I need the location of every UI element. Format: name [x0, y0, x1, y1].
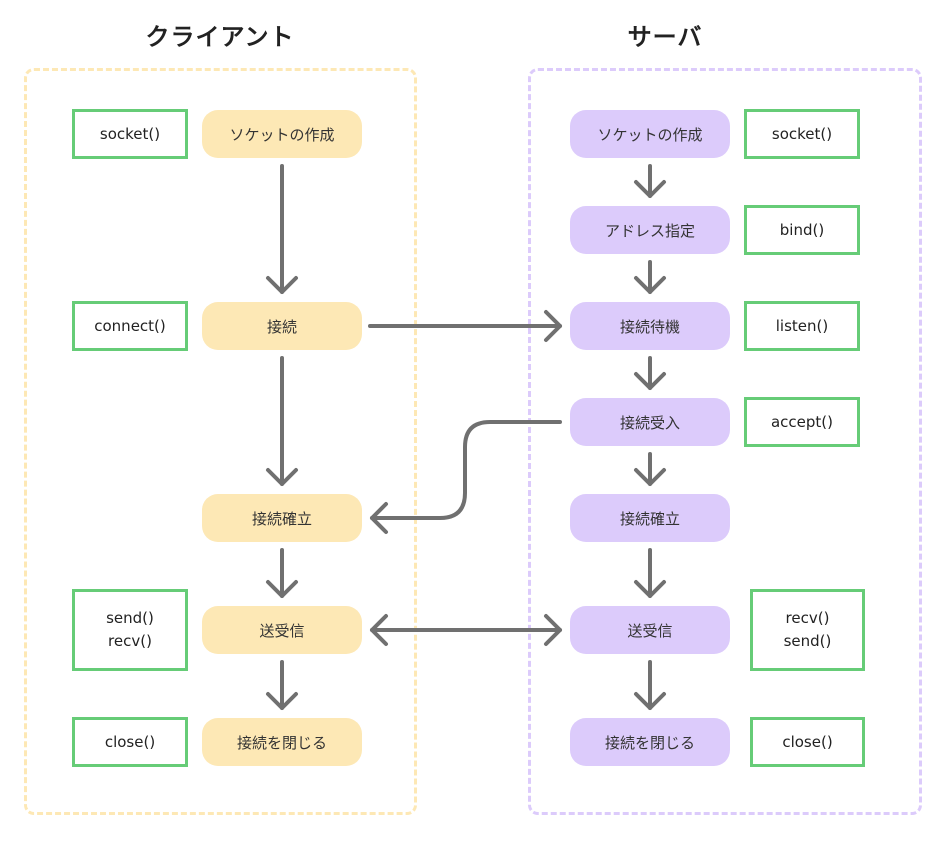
api-text: socket() — [771, 124, 833, 143]
server-step-sendrecv: 送受信 — [570, 606, 730, 654]
server-step-accept: 接続受入 — [570, 398, 730, 446]
server-arrow-4 — [634, 452, 666, 486]
server-arrow-2 — [634, 260, 666, 294]
arrow-connect-to-listen — [368, 310, 562, 342]
api-text: bind() — [779, 220, 825, 239]
server-api-bind: bind() — [744, 205, 860, 255]
client-step-close: 接続を閉じる — [202, 718, 362, 766]
client-step-sendrecv: 送受信 — [202, 606, 362, 654]
client-arrow-sendrecv-to-close — [266, 660, 298, 710]
client-title: クライアント — [145, 23, 295, 51]
server-arrow-1 — [634, 164, 666, 198]
client-api-close: close() — [72, 717, 188, 767]
api-text: send() — [783, 632, 832, 650]
api-text: close() — [782, 732, 833, 751]
client-api-connect: connect() — [72, 301, 188, 351]
client-api-sendrecv: send() recv() — [72, 589, 188, 671]
client-arrow-established-to-sendrecv — [266, 548, 298, 598]
server-step-listen: 接続待機 — [570, 302, 730, 350]
server-api-socket: socket() — [744, 109, 860, 159]
server-title: サーバ — [627, 23, 703, 51]
api-text: send() — [106, 609, 154, 627]
client-api-socket: socket() — [72, 109, 188, 159]
arrow-sendrecv-bidirectional — [370, 614, 562, 646]
api-text: accept() — [770, 412, 834, 431]
server-step-established: 接続確立 — [570, 494, 730, 542]
api-text: socket() — [99, 124, 161, 143]
server-step-bind-address: アドレス指定 — [570, 206, 730, 254]
server-step-create-socket: ソケットの作成 — [570, 110, 730, 158]
client-step-established: 接続確立 — [202, 494, 362, 542]
server-lane — [528, 68, 922, 815]
server-arrow-3 — [634, 356, 666, 390]
server-api-recvsend: recv() send() — [750, 589, 865, 671]
server-api-close: close() — [750, 717, 865, 767]
client-step-connect: 接続 — [202, 302, 362, 350]
client-step-create-socket: ソケットの作成 — [202, 110, 362, 158]
server-arrow-6 — [634, 660, 666, 710]
client-lane — [24, 68, 417, 815]
api-text: listen() — [775, 316, 829, 335]
server-step-close: 接続を閉じる — [570, 718, 730, 766]
arrow-accept-to-established — [370, 420, 562, 534]
api-text: recv() — [108, 632, 152, 650]
server-api-listen: listen() — [744, 301, 860, 351]
api-text: recv() — [785, 609, 830, 627]
client-arrow-create-to-connect — [266, 164, 298, 294]
api-text: close() — [104, 732, 156, 751]
server-api-accept: accept() — [744, 397, 860, 447]
api-text: connect() — [94, 316, 166, 335]
client-arrow-connect-to-established — [266, 356, 298, 486]
server-arrow-5 — [634, 548, 666, 598]
